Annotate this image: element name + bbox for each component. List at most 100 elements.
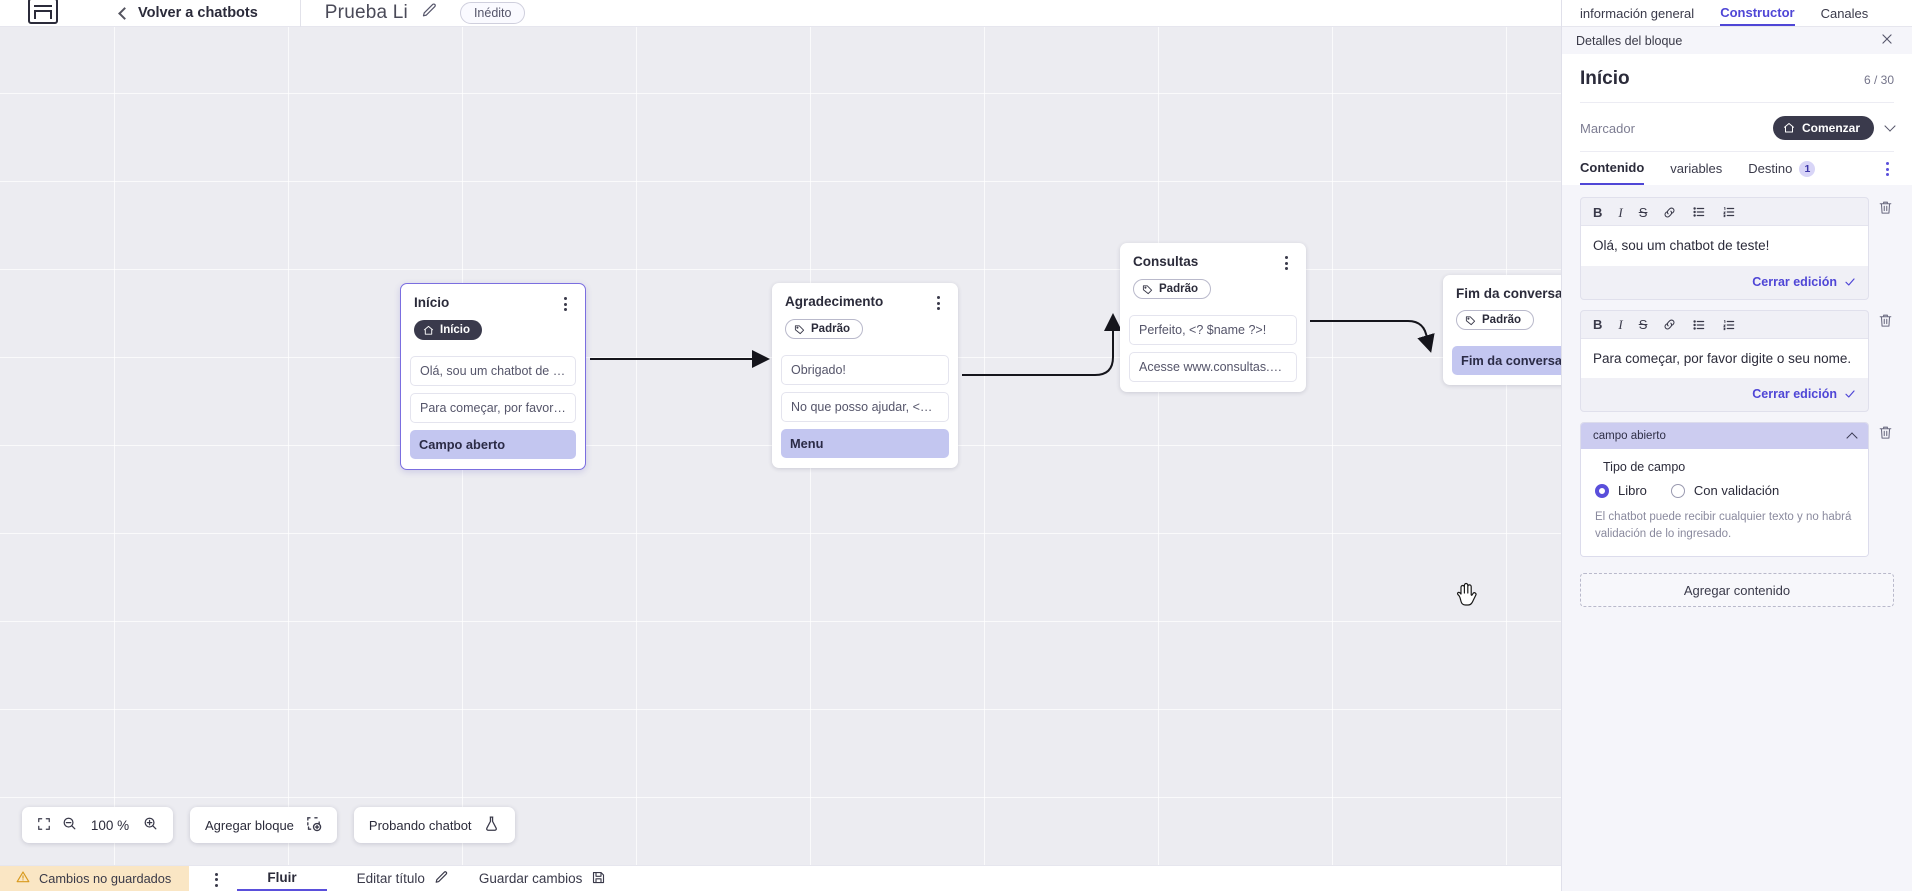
node-title: Agradecimento <box>785 294 884 309</box>
chevron-up-icon[interactable] <box>1846 431 1858 444</box>
back-to-chatbots-label: Volver a chatbots <box>138 5 258 21</box>
rich-text-editor[interactable]: B I S Para começar, por favor digite o s… <box>1580 309 1869 413</box>
fit-screen-icon[interactable] <box>37 817 51 834</box>
field-type-label: Tipo de campo <box>1603 460 1686 475</box>
strikethrough-icon[interactable]: S <box>1638 204 1648 220</box>
zoom-out-icon[interactable] <box>62 816 77 834</box>
add-block-button[interactable]: Agregar bloque <box>190 807 337 843</box>
marcador-value-pill[interactable]: Comenzar <box>1772 116 1874 140</box>
tab-constructor[interactable]: Constructor <box>1720 0 1795 26</box>
flow-canvas[interactable]: Início Início Olá, sou um chatbot de tes… <box>0 27 1561 865</box>
unsaved-changes-label: Cambios no guardados <box>39 871 172 886</box>
bullet-list-icon[interactable] <box>1692 205 1706 219</box>
tab-contenido[interactable]: Contenido <box>1580 152 1645 185</box>
flow-node-consultas[interactable]: Consultas Padrão Perfeito, <? $name ?>! … <box>1120 243 1306 392</box>
tab-fluir[interactable]: Fluir <box>237 866 327 891</box>
node-message[interactable]: Acesse www.consultas.com par... <box>1129 351 1297 382</box>
tab-canales[interactable]: Canales <box>1820 5 1869 21</box>
node-message[interactable]: No que posso ajudar, <? $name ... <box>781 391 949 422</box>
link-icon[interactable] <box>1663 206 1676 219</box>
pencil-icon[interactable] <box>421 2 438 24</box>
node-header: Fim da conversa Padrão <box>1443 275 1561 340</box>
node-body: Olá, sou um chatbot de teste! Para começ… <box>401 350 585 469</box>
flow-node-inicio[interactable]: Início Início Olá, sou um chatbot de tes… <box>400 283 586 470</box>
node-menu-icon[interactable] <box>558 295 572 311</box>
node-field[interactable]: Campo aberto <box>410 429 576 459</box>
node-tag-label: Padrão <box>811 323 850 335</box>
editor-text[interactable]: Olá, sou um chatbot de teste! <box>1581 226 1868 266</box>
node-message[interactable]: Para começar, por favor digite o ... <box>410 392 576 423</box>
trash-icon[interactable] <box>1878 422 1894 445</box>
node-field[interactable]: Fim da conversa <box>1452 345 1561 375</box>
radio-option-libro[interactable]: Libro <box>1595 483 1647 498</box>
test-chatbot-button[interactable]: Probando chatbot <box>353 807 515 843</box>
node-tag-default: Padrão <box>785 319 863 339</box>
field-type-radio-group: Libro Con validación <box>1595 483 1854 498</box>
tab-contenido-label: Contenido <box>1580 160 1645 175</box>
home-icon <box>423 325 434 335</box>
node-message[interactable]: Perfeito, <? $name ?>! <box>1129 314 1297 345</box>
check-icon <box>1845 390 1855 398</box>
node-title: Consultas <box>1133 254 1199 269</box>
node-message[interactable]: Olá, sou um chatbot de teste! <box>410 355 576 386</box>
save-changes-button[interactable]: Guardar cambios <box>479 866 607 891</box>
node-menu-icon[interactable] <box>931 294 945 310</box>
tag-icon <box>1142 284 1153 294</box>
editor-toolbar: B I S <box>1581 198 1868 226</box>
radio-option-label: Con validación <box>1693 483 1780 499</box>
flow-options-menu-icon[interactable] <box>209 871 223 887</box>
content-block-editor: B I S Para começar, por favor digite o s… <box>1580 309 1894 413</box>
flow-node-agradecimento[interactable]: Agradecimento Padrão Obrigado! No que po… <box>772 283 958 468</box>
tab-destino[interactable]: Destino 1 <box>1748 152 1816 185</box>
numbered-list-icon[interactable] <box>1722 205 1736 219</box>
editor-text[interactable]: Para começar, por favor digite o seu nom… <box>1581 338 1868 379</box>
canvas-toolbar: 100 % Agregar bloque Probando chatbot <box>22 807 515 843</box>
chevron-down-icon[interactable] <box>1884 120 1896 132</box>
close-edit-button[interactable]: Cerrar edición <box>1752 275 1856 289</box>
italic-icon[interactable]: I <box>1618 317 1623 333</box>
tab-destino-label: Destino <box>1748 161 1793 176</box>
bold-icon[interactable]: B <box>1593 204 1603 220</box>
node-message[interactable]: Obrigado! <box>781 354 949 385</box>
radio-icon-unselected[interactable] <box>1670 483 1685 498</box>
open-field-header[interactable]: campo abierto <box>1581 423 1868 450</box>
radio-option-con-validacion[interactable]: Con validación <box>1670 483 1780 499</box>
close-edit-button[interactable]: Cerrar edición <box>1752 387 1856 401</box>
zoom-in-icon[interactable] <box>143 816 158 834</box>
field-help-text: El chatbot puede recibir cualquier texto… <box>1595 511 1852 540</box>
node-tag-label: Padrão <box>1482 314 1521 326</box>
edit-title-button[interactable]: Editar título <box>357 866 449 891</box>
node-tag-default: Padrão <box>1456 310 1534 330</box>
node-menu-icon[interactable] <box>1279 254 1293 270</box>
node-body: Perfeito, <? $name ?>! Acesse www.consul… <box>1120 309 1306 392</box>
flow-node-fim-da-conversa[interactable]: Fim da conversa Padrão Fim da conversa <box>1443 275 1561 385</box>
add-content-button[interactable]: Agregar contenido <box>1580 573 1894 608</box>
node-field[interactable]: Menu <box>781 428 949 458</box>
node-tag-start: Início <box>414 320 483 340</box>
numbered-list-icon[interactable] <box>1722 318 1736 332</box>
tab-fluir-label: Fluir <box>267 870 297 885</box>
zoom-controls[interactable]: 100 % <box>22 807 173 843</box>
strikethrough-icon[interactable]: S <box>1638 317 1648 333</box>
editor-toolbar: B I S <box>1581 311 1868 339</box>
back-to-chatbots-link[interactable]: Volver a chatbots <box>118 5 258 21</box>
radio-icon-selected[interactable] <box>1595 483 1609 498</box>
save-changes-label: Guardar cambios <box>478 871 583 886</box>
content-options-menu-icon[interactable] <box>1880 160 1894 176</box>
node-header: Início Início <box>401 284 585 350</box>
trash-icon[interactable] <box>1878 310 1894 333</box>
link-icon[interactable] <box>1663 318 1676 331</box>
tab-variables[interactable]: variables <box>1670 152 1722 185</box>
trash-icon[interactable] <box>1878 197 1894 220</box>
rich-text-editor[interactable]: B I S Olá, sou um chatbot de teste! <box>1580 197 1869 300</box>
flask-icon <box>483 815 500 835</box>
open-field-card[interactable]: campo abierto Tipo de campo Libro Con va… <box>1580 422 1869 558</box>
marcador-value-label: Comenzar <box>1801 121 1860 135</box>
close-icon[interactable] <box>1880 32 1894 49</box>
app-logo-icon[interactable] <box>28 0 58 24</box>
tab-informacion-general[interactable]: información general <box>1580 5 1695 21</box>
italic-icon[interactable]: I <box>1618 204 1623 220</box>
panel-content-area: B I S Olá, sou um chatbot de teste! <box>1562 185 1912 558</box>
bold-icon[interactable]: B <box>1593 317 1603 333</box>
bullet-list-icon[interactable] <box>1692 318 1706 332</box>
